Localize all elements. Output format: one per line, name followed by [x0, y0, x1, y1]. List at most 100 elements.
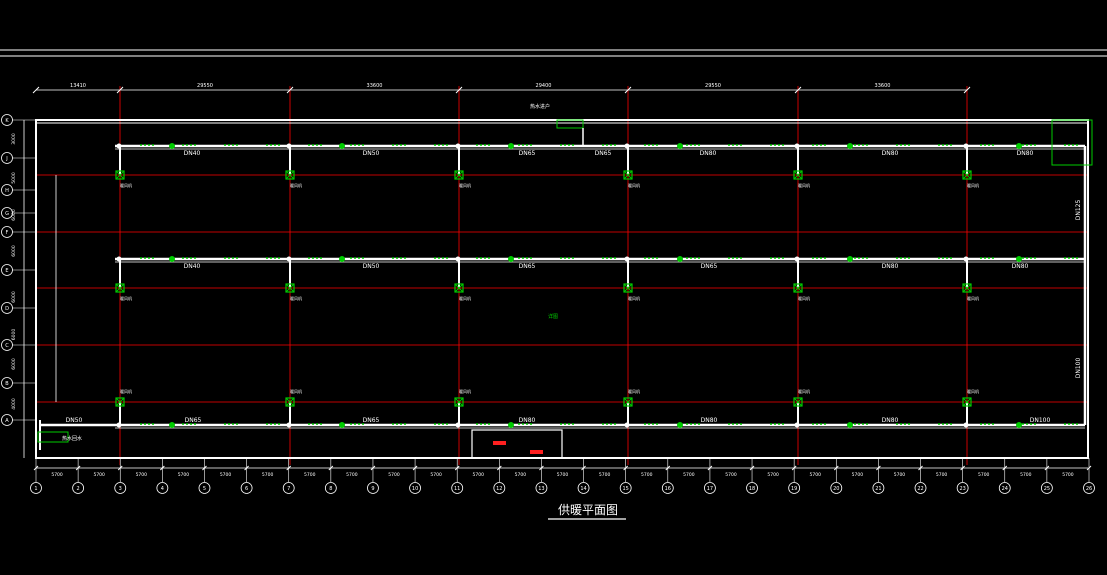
column-axis-label: 3	[119, 486, 122, 492]
dimension-tick	[963, 86, 971, 94]
heater-unit-label: 暖风机	[290, 182, 302, 188]
column-axis-bubble	[577, 482, 590, 494]
pipe-size-label: DN80	[700, 150, 717, 157]
heater-unit-label: 暖风机	[459, 295, 471, 301]
center-tag: 详图	[548, 313, 558, 320]
heater-unit-label: 暖风机	[459, 388, 471, 394]
heater-unit-icon	[115, 397, 125, 407]
row-axis-label: J	[5, 156, 7, 162]
heater-unit-icon	[962, 397, 972, 407]
junction	[455, 143, 461, 149]
dimension-tick	[455, 86, 463, 94]
column-axis-label: 15	[622, 486, 628, 492]
bottom-dimension-text: 5700	[473, 472, 485, 478]
top-entry-label: 热水进户	[530, 103, 550, 110]
column-axis-label: 26	[1086, 486, 1092, 492]
junction	[116, 422, 122, 428]
heater-unit-icon	[623, 397, 633, 407]
heater-unit-icon	[793, 397, 803, 407]
heating-pipes	[39, 143, 1087, 450]
top-dimension-text: 13410	[70, 83, 86, 89]
junction	[794, 143, 800, 149]
heater-unit-icon	[454, 283, 464, 293]
heater-unit-label: 暖风机	[628, 182, 640, 188]
pipe-size-label: DN65	[363, 417, 380, 424]
heater-unit-label: 暖风机	[798, 182, 810, 188]
pipe-size-label: DN65	[519, 263, 536, 270]
top-dimension-text: 29550	[197, 83, 213, 89]
bottom-dimension-text: 5700	[557, 472, 569, 478]
pipe-size-label: DN80	[882, 150, 899, 157]
column-axis-label: 7	[287, 486, 290, 492]
row-axis-label: C	[5, 343, 9, 349]
bottom-dimension-text: 5700	[136, 472, 148, 478]
heater-unit-label: 暖风机	[967, 388, 979, 394]
dimension-tick	[32, 86, 40, 94]
heater-unit-cross	[793, 170, 803, 180]
bottom-dimension-text: 5700	[515, 472, 527, 478]
drawing-title: 供暖平面图	[558, 503, 618, 517]
column-axis-label: 8	[329, 486, 332, 492]
junction	[116, 143, 122, 149]
column-axis-bubble	[746, 482, 758, 494]
pipe-size-label: DN65	[595, 150, 612, 157]
pipe-size-label: DN40	[184, 263, 201, 270]
column-axis-bubble	[704, 482, 716, 494]
column-axis-bubble	[956, 482, 969, 494]
bottom-dimension-text: 5700	[978, 472, 990, 478]
heater-unit-icon	[285, 283, 295, 293]
top-manifold	[556, 119, 584, 129]
valve	[339, 256, 345, 262]
left-dimension-text: 6000	[11, 329, 17, 341]
left-dimension-text: 4000	[11, 398, 17, 410]
bottom-dimension-text: 5700	[178, 472, 190, 478]
column-axis-label: 10	[412, 486, 418, 492]
valve	[508, 256, 514, 262]
bottom-dimension-text: 5700	[51, 472, 63, 478]
bottom-dimension-text: 5700	[767, 472, 779, 478]
column-axis-bubble	[282, 482, 295, 494]
bottom-dimension-text: 5700	[725, 472, 737, 478]
outer-wall	[35, 119, 1089, 459]
column-axis-label: 18	[749, 486, 755, 492]
left-dimension-text: 6000	[11, 291, 17, 303]
column-axis-bubble	[535, 482, 548, 494]
pipe-size-label: DN50	[363, 263, 380, 270]
bottom-dimension-text: 5700	[641, 472, 653, 478]
column-axis-label: 17	[707, 486, 713, 492]
pipe-size-label: DN80	[1017, 150, 1034, 157]
heater-unit-icon	[115, 170, 125, 180]
heater-unit-cross	[793, 283, 803, 293]
top-dimension-text: 33600	[367, 83, 383, 89]
top-dimension-text: 33600	[875, 83, 891, 89]
bottom-dimension-text: 5700	[262, 472, 274, 478]
column-axis-label: 5	[203, 486, 206, 492]
column-axis-bubble	[872, 482, 885, 494]
pipe-size-label: DN80	[882, 263, 899, 270]
heater-unit-cross	[285, 397, 295, 407]
column-axis-bubble	[619, 482, 632, 494]
heater-unit-icon	[962, 283, 972, 293]
heater-unit-cross	[623, 283, 633, 293]
row-axis-label: D	[5, 306, 9, 312]
valve	[847, 422, 853, 428]
row-axis-label: A	[5, 418, 9, 424]
heater-unit-icon	[623, 283, 633, 293]
dimension-tick	[624, 86, 632, 94]
heater-unit-icon	[962, 170, 972, 180]
column-axis-label: 11	[454, 486, 460, 492]
left-manifold	[37, 431, 69, 443]
valve	[339, 143, 345, 149]
heater-unit-cross	[454, 170, 464, 180]
column-axis-bubble	[240, 482, 253, 494]
heater-unit-label: 暖风机	[628, 388, 640, 394]
column-axis-bubble	[198, 482, 211, 494]
column-axis-label: 13	[538, 486, 544, 492]
heater-unit-cross	[115, 397, 125, 407]
valve	[677, 143, 683, 149]
dimension-tick	[116, 86, 124, 94]
column-axis-label: 12	[496, 486, 502, 492]
column-axis-bubble	[156, 482, 169, 494]
